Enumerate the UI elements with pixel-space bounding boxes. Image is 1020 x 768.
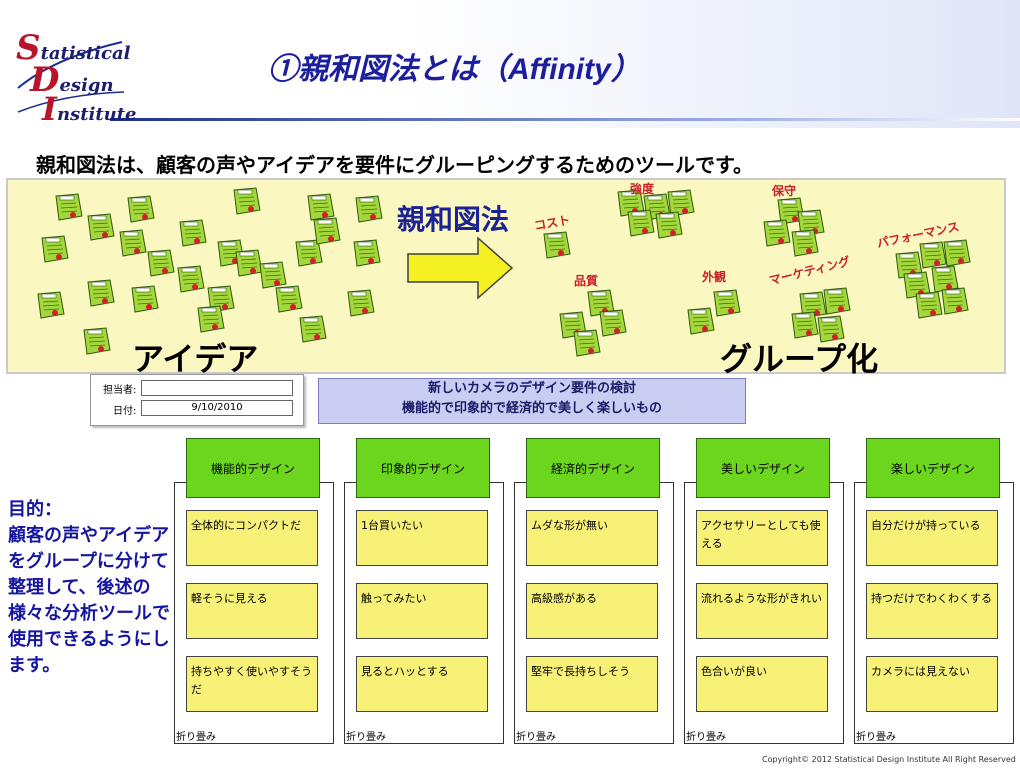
affinity-card[interactable]: アクセサリーとしても使える — [696, 510, 828, 566]
affinity-card[interactable]: 1台買いたい — [356, 510, 488, 566]
affinity-card[interactable]: 持ちやすく使いやすそうだ — [186, 656, 318, 712]
affinity-card[interactable]: 堅牢で長持ちしそう — [526, 656, 658, 712]
fold-label: 折り畳み — [176, 732, 216, 743]
fold-label: 折り畳み — [686, 732, 726, 743]
purpose-content: 目的： 顧客の声やアイデアをグループに分けて整理して、後述の様々な分析ツールで使… — [8, 499, 170, 676]
arrow-label: 親和図法 — [397, 203, 510, 236]
column-header[interactable]: 機能的デザイン — [186, 438, 320, 498]
logo-initial-i: I — [42, 90, 57, 128]
group-label-quality: 品質 — [574, 274, 599, 288]
affinity-card[interactable]: 見るとハッとする — [356, 656, 488, 712]
page-subtitle: 親和図法は、顧客の声やアイデアを要件にグルーピングするためのツールです。 — [36, 153, 753, 177]
copyright-notice: Copyright© 2012 Statistical Design Insti… — [762, 755, 1016, 764]
logo-initial-d: D — [30, 60, 60, 100]
page-title: ①親和図法とは（Affinity） — [268, 53, 641, 86]
topic-line-1: 新しいカメラのデザイン要件の検討 — [427, 381, 636, 396]
affinity-card[interactable]: 自分だけが持っている — [866, 510, 998, 566]
owner-field[interactable] — [141, 380, 293, 396]
owner-label: 担当者: — [103, 385, 137, 396]
header-rule — [110, 118, 1020, 121]
logo-word-statistical: tatistical — [40, 43, 131, 64]
fold-label: 折り畳み — [856, 732, 896, 743]
topic-line-2: 機能的で印象的で経済的で美しく楽しいもの — [401, 401, 662, 416]
affinity-card[interactable]: 軽そうに見える — [186, 583, 318, 639]
affinity-card[interactable]: 全体的にコンパクトだ — [186, 510, 318, 566]
fold-label: 折り畳み — [516, 732, 556, 743]
date-label: 日付: — [113, 406, 137, 417]
logo-initial-s: S — [16, 28, 41, 68]
affinity-card[interactable]: カメラには見えない — [866, 656, 998, 712]
logo-word-design: esign — [59, 75, 114, 96]
logo-swoosh-icon — [17, 41, 125, 113]
column-header[interactable]: 経済的デザイン — [526, 438, 660, 498]
group-label-strength: 強度 — [630, 182, 655, 196]
affinity-banner: 親和図法 コスト 強度 保守 パフォーマンス 品質 外観 マーケティング アイデ… — [6, 178, 1006, 378]
form-card: 担当者: 日付: 9/10/2010 — [90, 374, 304, 426]
fold-label: 折り畳み — [346, 732, 386, 743]
ideas-label: アイデア — [132, 340, 259, 378]
logo-word-institute: nstitute — [56, 104, 137, 125]
affinity-card[interactable]: ムダな形が無い — [526, 510, 658, 566]
group-label-appearance: 外観 — [702, 270, 727, 284]
topic-box: 新しいカメラのデザイン要件の検討 機能的で印象的で経済的で美しく楽しいもの — [318, 378, 746, 424]
group-label-maintenance: 保守 — [772, 184, 797, 198]
column-header[interactable]: 美しいデザイン — [696, 438, 830, 498]
column-header[interactable]: 印象的デザイン — [356, 438, 490, 498]
affinity-card[interactable]: 持つだけでわくわくする — [866, 583, 998, 639]
affinity-card[interactable]: 高級感がある — [526, 583, 658, 639]
affinity-card[interactable]: 触ってみたい — [356, 583, 488, 639]
header-band — [0, 0, 1020, 128]
right-arrow-icon — [407, 236, 514, 300]
sticky-notes-illustration — [37, 187, 971, 357]
affinity-card[interactable]: 色合いが良い — [696, 656, 828, 712]
grouping-label: グループ化 — [720, 340, 879, 378]
sdi-logo: Statistical Design Institute — [14, 28, 137, 128]
purpose-text: 目的： 顧客の声やアイデアをグループに分けて整理して、後述の様々な分析ツールで使… — [8, 497, 176, 679]
affinity-card[interactable]: 流れるような形がきれい — [696, 583, 828, 639]
column-header[interactable]: 楽しいデザイン — [866, 438, 1000, 498]
date-field[interactable]: 9/10/2010 — [141, 400, 293, 416]
